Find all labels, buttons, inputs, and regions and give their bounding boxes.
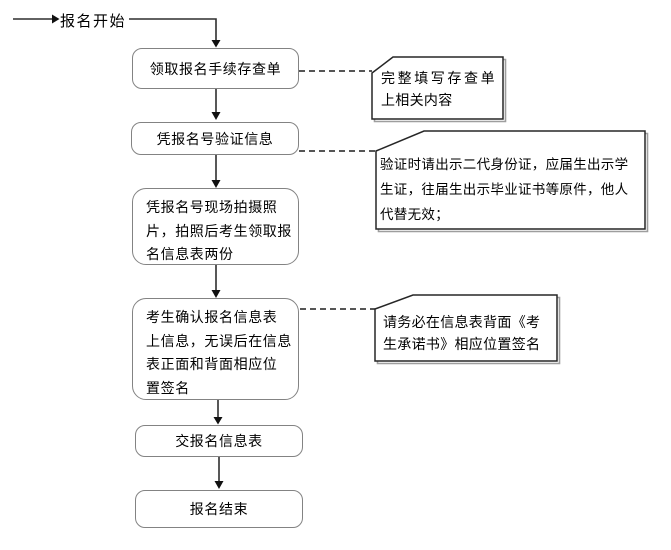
step-6-box: 报名结束	[135, 490, 303, 528]
note-shape-1	[371, 56, 504, 120]
step-1-box: 领取报名手续存查单	[132, 48, 299, 89]
arrowhead-icon	[211, 112, 221, 120]
step-1-label: 领取报名手续存查单	[149, 60, 282, 77]
step-2-label: 凭报名号验证信息	[156, 130, 274, 147]
arrowhead-icon	[211, 180, 221, 188]
note-1-text: 完整填写存查单 上相关内容	[381, 70, 498, 108]
step-6-label: 报名结束	[189, 501, 249, 517]
step-5-label: 交报名信息表	[175, 433, 263, 449]
arrowhead-icon	[211, 290, 221, 298]
start-arrowhead-icon	[52, 14, 60, 24]
arrowhead-icon	[211, 40, 221, 48]
note-shape-3	[374, 294, 558, 362]
note-3-text: 请务必在信息表背面《考 生承诺书》相应位置签名	[383, 314, 541, 352]
start-connector-line	[129, 18, 217, 41]
note-2-text: 验证时请出示二代身份证，应届生出示学 生证，往届生出示毕业证书等原件，他人 代替…	[380, 157, 629, 222]
start-label: 报名开始	[60, 13, 127, 30]
step-4-box: 考生确认报名信息表 上信息，无误后在信息 表正面和背面相应位 置签名	[132, 298, 299, 400]
step-3-label: 凭报名号现场拍摄照 片，拍照后考生领取报 名信息表两份	[146, 199, 292, 262]
step-3-box: 凭报名号现场拍摄照 片，拍照后考生领取报 名信息表两份	[132, 188, 299, 265]
arrowhead-icon	[214, 481, 224, 489]
step-4-label: 考生确认报名信息表 上信息，无误后在信息 表正面和背面相应位 置签名	[146, 309, 292, 396]
note-shape-2	[375, 130, 646, 230]
step-2-box: 凭报名号验证信息	[131, 122, 299, 155]
arrowhead-icon	[213, 417, 223, 425]
step-5-box: 交报名信息表	[135, 425, 303, 457]
